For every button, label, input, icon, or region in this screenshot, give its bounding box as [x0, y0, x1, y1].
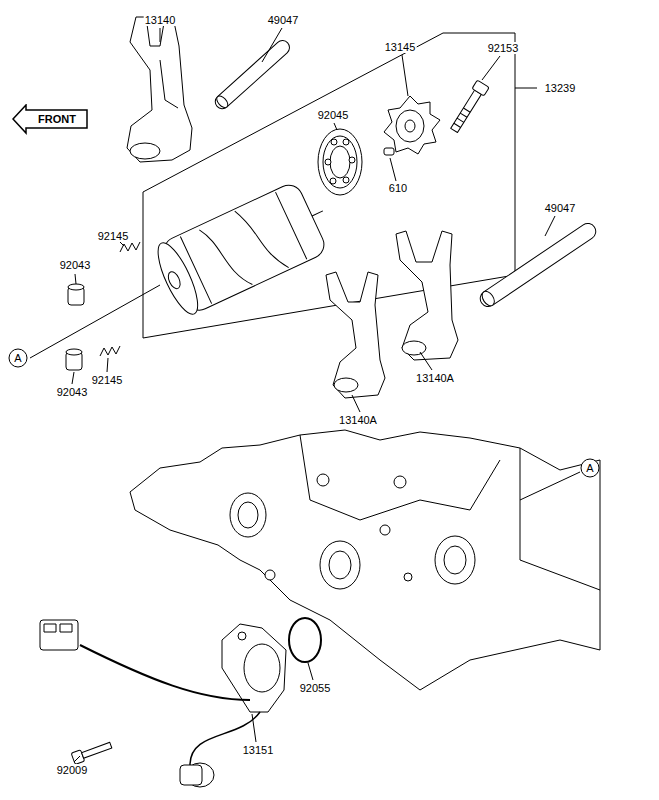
callout-number: 49047	[544, 202, 577, 214]
callout-number: 92145	[97, 230, 130, 242]
callout-number: 49047	[267, 14, 300, 26]
crankcase	[130, 430, 600, 690]
reference-circle: A	[580, 458, 600, 478]
callout-number: 13140A	[338, 414, 378, 426]
shift-fork	[396, 231, 458, 360]
callout-number: 92055	[299, 682, 332, 694]
shift-fork	[127, 17, 192, 162]
bolt	[71, 740, 113, 765]
callout-number: 610	[388, 182, 408, 194]
callout-number: 13140A	[415, 372, 455, 384]
callout-number: 13239	[544, 82, 577, 94]
reference-circle: A	[8, 348, 28, 368]
reference-letter: A	[586, 462, 593, 474]
callout-number: 92009	[56, 764, 89, 776]
callout-number: 92153	[487, 42, 520, 54]
callout-number: 13151	[242, 744, 275, 756]
spring	[120, 242, 140, 252]
spring	[100, 346, 120, 356]
leader-line	[30, 28, 580, 762]
shift-drum	[151, 176, 340, 319]
callout-number: 92045	[317, 109, 350, 121]
gear-position-sensor	[40, 620, 286, 787]
detent-pin	[68, 284, 84, 305]
bearing	[318, 129, 362, 195]
callout-number: 13145	[384, 41, 417, 53]
shift-fork	[326, 272, 385, 398]
detent-pin	[66, 349, 82, 370]
front-arrow: FRONT	[12, 104, 88, 134]
callout-number: 92043	[59, 259, 92, 271]
leader-line	[515, 88, 537, 89]
reference-letter: A	[14, 352, 21, 364]
o-ring	[289, 618, 321, 662]
screw	[448, 80, 489, 134]
callout-number: 13140	[144, 14, 177, 26]
dowel-pin	[384, 148, 394, 155]
shaft	[477, 220, 599, 309]
direction-label: FRONT	[24, 113, 76, 125]
callout-number: 92145	[91, 374, 124, 386]
drum-cam	[384, 96, 440, 154]
callout-number: 92043	[56, 386, 89, 398]
shaft	[212, 38, 292, 112]
